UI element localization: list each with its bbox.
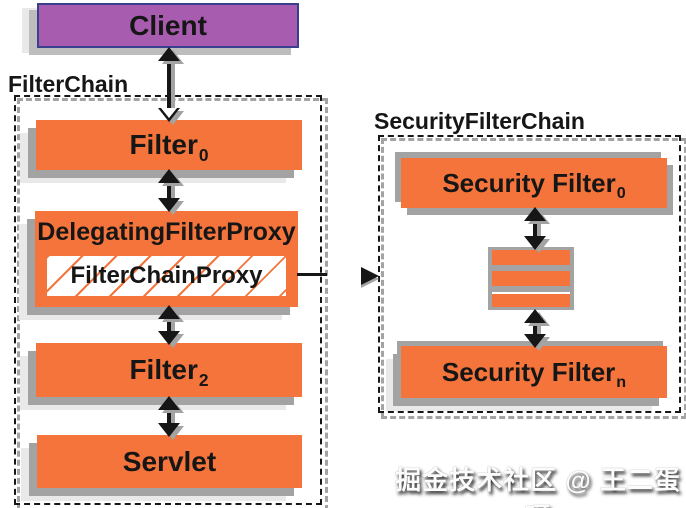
security-filter-0-box: Security Filter0 [401,158,667,208]
arrowhead-up-icon [158,169,180,183]
filter0-box: Filter0 [36,120,302,170]
ellipsis-bar [492,250,570,265]
arrow-ellipsis-securityfiltern [523,309,547,348]
arrow-shaft [167,316,171,334]
servlet-label: Servlet [122,445,217,477]
delegating-filter-proxy-box: DelegatingFilterProxy FilterChainProxy [35,211,298,307]
security-filter-0-label: Security Filter0 [442,167,626,202]
ellipsis-bar [492,292,570,307]
ellipsis-bars [488,247,574,310]
client-box: Client [37,3,299,48]
arrow-right-icon [361,267,379,285]
servlet-box: Servlet [37,435,302,488]
arrowhead-down-open-icon [158,108,180,122]
arrow-shaft [167,58,171,111]
arrow-client-filter0 [157,47,181,122]
security-filter-0-subscript: 0 [616,183,626,202]
arrow-filterchainproxy-filter2 [157,305,181,345]
filter2-subscript: 2 [198,369,209,390]
watermark-text: 掘金技术社区 @ 王二蛋呀 [395,465,681,508]
arrow-shaft [533,320,537,337]
client-label: Client [129,9,207,41]
filter-chain-proxy-box: FilterChainProxy [43,252,290,300]
security-filter-n-subscript: n [616,372,627,391]
arrow-filter0-delegatingfilterproxy [157,169,181,212]
arrowhead-up-icon [524,207,546,221]
securityfilterchain-container [378,135,686,419]
filter2-box: Filter2 [36,343,302,397]
filter0-subscript: 0 [198,144,209,165]
arrowhead-down-icon [158,331,180,345]
arrowhead-up-icon [158,396,180,410]
arrow-shaft [167,180,171,201]
filter2-label: Filter2 [129,354,209,390]
securityfilterchain-label: SecurityFilterChain [374,108,585,134]
arrow-shaft [167,407,171,426]
security-filter-n-box: Security Filtern [401,346,667,398]
delegating-filter-proxy-label: DelegatingFilterProxy [37,218,296,246]
arrow-securityfilter0-ellipsis [523,207,547,250]
ellipsis-bar [492,271,570,286]
arrowhead-up-icon [158,47,180,61]
arrow-shaft [533,218,537,239]
connector-line [297,273,327,276]
filter0-label: Filter0 [129,129,209,165]
arrow-filter2-servlet [157,396,181,437]
security-filter-n-label: Security Filtern [441,356,627,391]
arrowhead-down-icon [524,334,546,348]
arrowhead-down-icon [524,236,546,250]
arrowhead-up-icon [524,309,546,323]
arrowhead-up-icon [158,305,180,319]
filter-chain-proxy-label: FilterChainProxy [70,262,263,289]
arrowhead-down-icon [158,423,180,437]
filterchain-label: FilterChain [8,71,129,97]
arrowhead-down-icon [158,198,180,212]
